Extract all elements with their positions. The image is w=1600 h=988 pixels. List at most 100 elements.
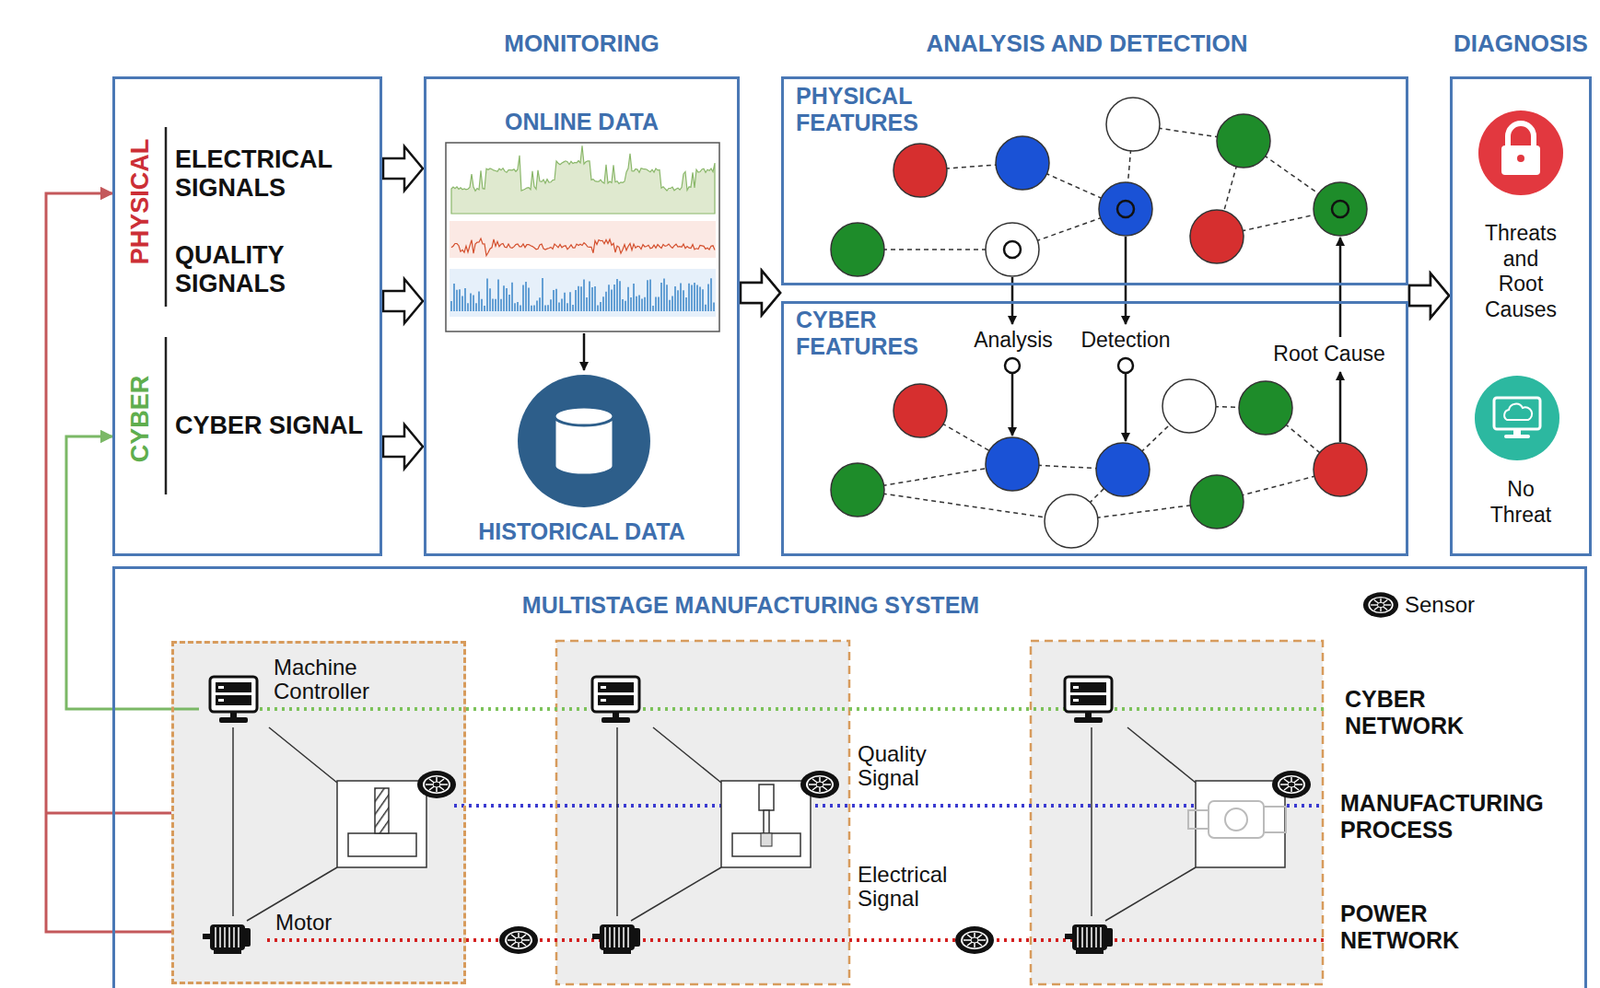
node-text: No Threat xyxy=(1480,477,1562,528)
feature-graph xyxy=(1124,373,1128,442)
connector xyxy=(740,270,781,316)
connector xyxy=(46,193,172,933)
signal-bars xyxy=(164,127,168,495)
sensor-swatch xyxy=(1363,592,1399,618)
node-text: CYBER xyxy=(126,375,155,464)
lock-icon xyxy=(1478,110,1564,196)
signal-trace xyxy=(451,278,714,312)
stage-ground xyxy=(1030,641,1323,985)
panel-heading: PHYSICAL FEATURES xyxy=(795,82,935,137)
feature-graph xyxy=(995,136,1050,190)
feature-graph xyxy=(1313,443,1367,497)
connector xyxy=(66,436,199,710)
section-heading: ANALYSIS AND DETECTION xyxy=(792,30,1382,59)
feature-graph xyxy=(985,222,1040,277)
feature-graph xyxy=(893,384,947,438)
panel-heading: DIAGNOSIS xyxy=(1445,30,1597,59)
legend-text: Sensor xyxy=(1404,592,1475,619)
database-icon xyxy=(554,407,614,426)
signal-bars xyxy=(164,337,168,495)
feature-graph xyxy=(1044,494,1098,549)
node-text: CYBER SIGNAL xyxy=(175,411,374,441)
part-drawing xyxy=(1225,808,1248,831)
monitor-icon xyxy=(1513,429,1521,435)
part-drawing xyxy=(1188,801,1286,839)
signal-bars xyxy=(164,127,168,307)
node-text: ONLINE DATA xyxy=(423,108,740,136)
connector xyxy=(1409,273,1449,318)
stage-box: Machine ControllerMotor xyxy=(171,641,467,985)
connector xyxy=(383,424,423,469)
stage-equipment xyxy=(617,727,811,922)
node-text: ELECTRICAL SIGNALS xyxy=(175,145,374,203)
stage-equipment xyxy=(592,677,640,724)
node-text: HISTORICAL DATA xyxy=(423,518,740,546)
drill-drawing xyxy=(732,784,801,857)
monitor-icon xyxy=(1494,397,1541,430)
stage-equipment xyxy=(592,924,641,955)
node-text: Machine Controller xyxy=(273,655,412,705)
feature-graph xyxy=(1118,358,1133,374)
monitor-icon xyxy=(1504,404,1532,421)
network-lines xyxy=(259,707,1324,712)
end-mill-drawing xyxy=(374,788,389,834)
feature-graph xyxy=(1106,97,1160,152)
stage-equipment xyxy=(1064,677,1112,724)
feature-graph xyxy=(1339,237,1343,338)
monitor-icon xyxy=(1474,375,1560,461)
drill-drawing xyxy=(759,784,774,811)
monitor-icon xyxy=(1474,375,1560,461)
stage-ground xyxy=(171,641,467,985)
stage-equipment xyxy=(1091,727,1285,922)
chart-frame xyxy=(449,221,716,258)
physical-features-panel: PHYSICAL FEATURES xyxy=(781,76,1409,286)
part-drawing xyxy=(1263,806,1286,833)
arrow xyxy=(583,333,586,371)
feature-graph xyxy=(1190,475,1244,529)
database-icon xyxy=(517,374,651,508)
lock-icon xyxy=(1517,154,1525,163)
feature-graph xyxy=(1096,443,1150,497)
stage-ground xyxy=(556,641,850,985)
arrow-label: Root Cause xyxy=(1264,341,1394,366)
drill-drawing xyxy=(732,833,801,857)
feature-graph xyxy=(1331,200,1349,218)
stage-ground xyxy=(171,641,1323,985)
network-label: POWER NETWORK xyxy=(1340,900,1525,955)
stage-equipment xyxy=(202,677,1311,955)
diagnosis-panel: DIAGNOSISThreats and Root CausesNo Threa… xyxy=(1449,76,1592,557)
connector xyxy=(1409,273,1449,318)
feature-graph xyxy=(1098,182,1153,236)
connector xyxy=(740,270,781,316)
feature-graph xyxy=(1124,236,1128,325)
feature-graph xyxy=(1004,358,1020,374)
monitoring-panel: MONITORINGONLINE DATAHISTORICAL DATA xyxy=(423,76,740,557)
feature-graph xyxy=(1190,210,1244,264)
stage-equipment xyxy=(417,770,456,799)
feature-graph xyxy=(1162,379,1216,433)
network-lines xyxy=(454,804,1324,808)
input-panel: PHYSICALELECTRICAL SIGNALSQUALITY SIGNAL… xyxy=(112,76,383,557)
feature-graph xyxy=(857,490,1072,522)
part-drawing xyxy=(1188,810,1209,830)
network-label: MANUFACTURING PROCESS xyxy=(1340,790,1571,844)
stage-equipment xyxy=(210,677,257,724)
connector xyxy=(740,270,781,316)
node-text: QUALITY SIGNALS xyxy=(175,241,374,299)
panel-heading: CYBER FEATURES xyxy=(795,306,935,361)
feature-graph xyxy=(985,437,1040,491)
drill-drawing xyxy=(763,810,770,834)
node-text: Threats and Root Causes xyxy=(1480,221,1562,323)
connector xyxy=(46,193,172,933)
connector xyxy=(383,146,423,191)
feature-graph xyxy=(830,97,1367,549)
end-mill-drawing xyxy=(348,833,417,857)
connector xyxy=(1409,273,1449,318)
lock-icon xyxy=(1501,145,1541,176)
lock-icon xyxy=(1478,110,1564,196)
chart-frame xyxy=(445,142,720,332)
signal-label: Quality Signal xyxy=(857,742,959,792)
panel-heading: MONITORING xyxy=(423,30,740,59)
feature-graph xyxy=(1339,372,1343,443)
arrow-label: Analysis xyxy=(957,327,1069,352)
